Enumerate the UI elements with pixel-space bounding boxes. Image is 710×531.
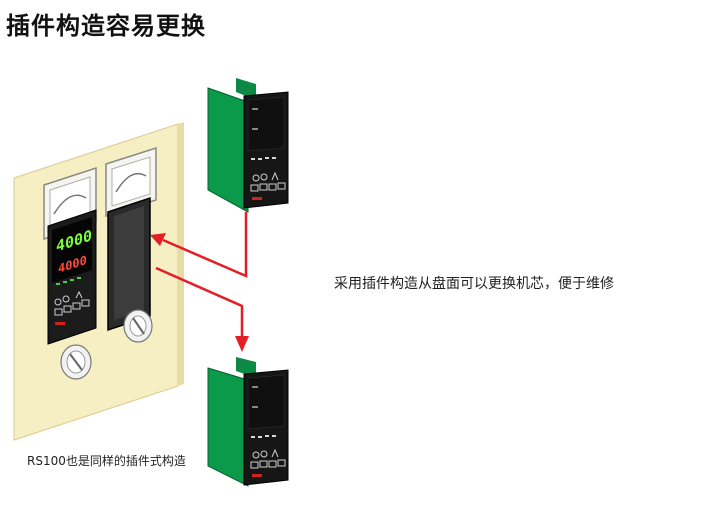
- removed-unit-top: [207, 78, 289, 213]
- analog-gauge-right: [105, 146, 157, 218]
- installed-controller: 4000 4000: [47, 209, 97, 345]
- empty-slot: [107, 196, 151, 332]
- knob-right: [123, 309, 153, 343]
- arrow-insertion-head: [235, 336, 249, 352]
- arrow-removal-head: [150, 233, 166, 246]
- arrow-removal: [162, 212, 248, 278]
- knob-left: [60, 344, 92, 380]
- sub-caption: RS100也是同样的插件式构造: [27, 454, 186, 468]
- arrow-insertion: [155, 266, 244, 338]
- main-caption: 采用插件构造从盘面可以更换机芯，便于维修: [334, 276, 614, 292]
- page-title: 插件构造容易更换: [6, 12, 206, 40]
- replacement-unit-bottom: [207, 357, 289, 487]
- control-panel: [13, 122, 184, 441]
